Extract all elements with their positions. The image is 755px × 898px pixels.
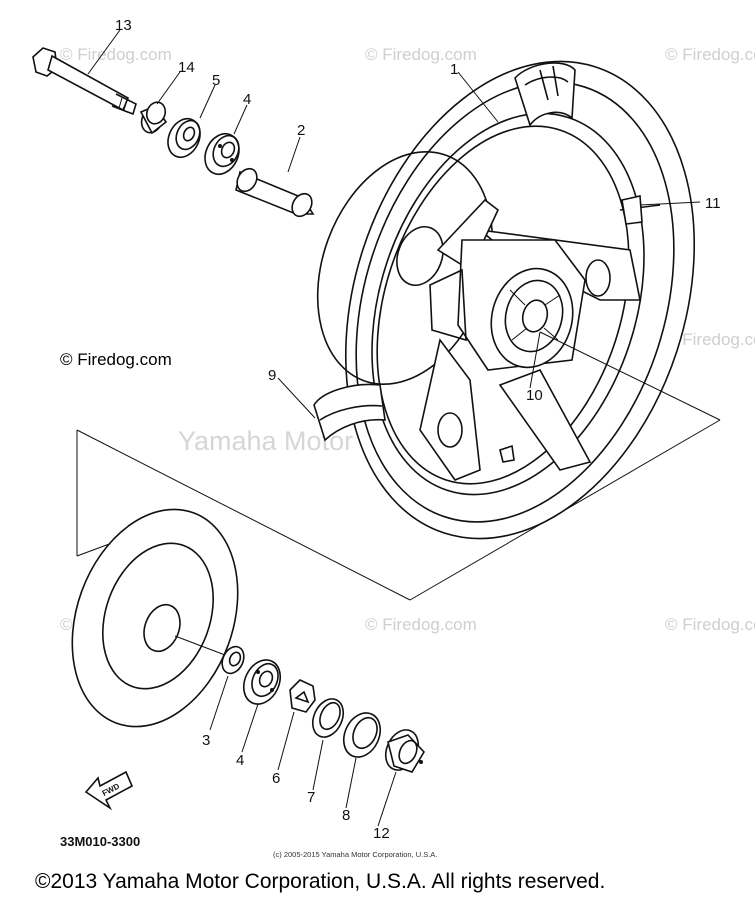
- oil-seal-lower: [342, 712, 382, 758]
- oil-seal: [167, 117, 201, 159]
- leader-2: [287, 136, 301, 173]
- watermark-firedog: © Firedog.com: [665, 615, 755, 634]
- leader-7: [312, 739, 324, 791]
- callout-8: 8: [342, 807, 350, 824]
- callout-9: 9: [268, 367, 276, 384]
- diagram-code: 33M010-3300: [60, 834, 140, 849]
- speedometer-clutch: [289, 679, 316, 713]
- callout-2: 2: [297, 122, 305, 139]
- oil-seal-lower-ring: [311, 698, 345, 738]
- watermark-firedog: © Firedog.com: [365, 45, 477, 64]
- axle-bolt: [32, 47, 137, 116]
- callout-numbers: 13 14 5 4 2 1 11 9 10 3 4 6 7 8 12: [115, 17, 721, 842]
- leader-8: [345, 757, 357, 809]
- copyright-notice: ©2013 Yamaha Motor Corporation, U.S.A. A…: [35, 870, 605, 893]
- watermark-firedog: © Firedog.com: [665, 330, 755, 349]
- fine-print: (c) 2005-2015 Yamaha Motor Corporation, …: [273, 850, 437, 859]
- collar: [139, 101, 168, 135]
- leader-6: [277, 711, 295, 771]
- leader-5: [199, 84, 216, 119]
- callout-4-top: 4: [243, 91, 251, 108]
- axle-nut: [384, 729, 425, 773]
- forward-direction-arrow: FWD: [84, 770, 134, 811]
- callout-6: 6: [272, 770, 280, 787]
- watermark-firedog: © Firedog.com: [665, 45, 755, 64]
- collar-lower: [221, 645, 245, 675]
- bearing-top: [204, 133, 240, 175]
- leader-4-lower: [241, 703, 259, 753]
- callout-14: 14: [178, 59, 195, 76]
- firedog-credit: © Firedog.com: [60, 350, 172, 369]
- callout-3: 3: [202, 732, 210, 749]
- callout-10: 10: [526, 387, 543, 404]
- leader-12: [377, 771, 397, 827]
- callout-13: 13: [115, 17, 132, 34]
- brake-disc: [71, 508, 239, 728]
- leader-13: [87, 29, 121, 75]
- callout-12: 12: [373, 825, 390, 842]
- bearing-lower: [242, 659, 282, 705]
- assembly-guide-lines: [76, 331, 721, 601]
- leader-9: [277, 377, 316, 419]
- callout-11: 11: [705, 195, 721, 212]
- leader-14: [156, 71, 181, 105]
- callout-1: 1: [450, 61, 458, 78]
- leader-3: [209, 675, 229, 731]
- callout-4-lower: 4: [236, 752, 244, 769]
- cast-wheel: [313, 60, 696, 540]
- watermark-firedog: © Firedog.com: [60, 45, 172, 64]
- leader-1: [457, 71, 499, 123]
- leader-4-top: [233, 104, 248, 135]
- spacer-tube: [235, 167, 315, 218]
- callout-7: 7: [307, 789, 315, 806]
- callout-5: 5: [212, 72, 220, 89]
- watermark-firedog: © Firedog.com: [365, 615, 477, 634]
- leader-10: [529, 331, 541, 389]
- leader-11: [639, 201, 701, 206]
